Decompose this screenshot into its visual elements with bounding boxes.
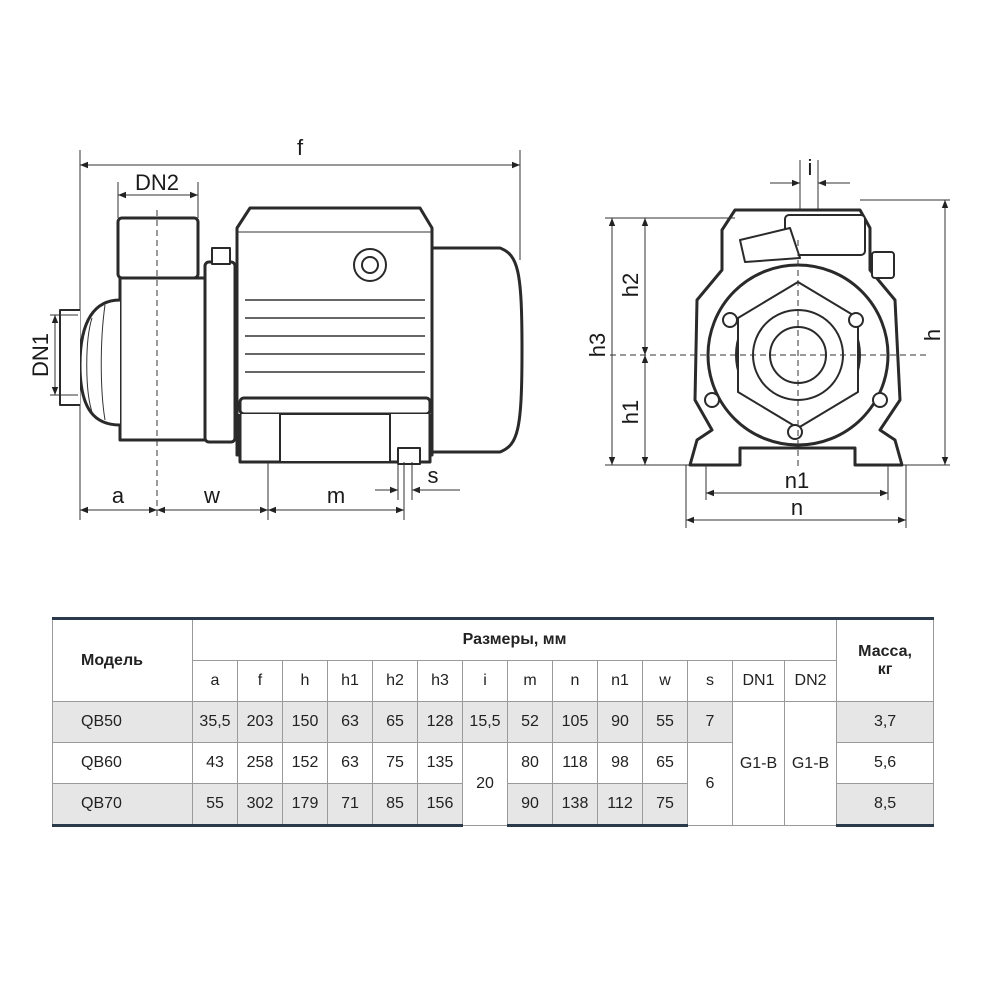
col-header-dn1: DN1 xyxy=(732,660,785,702)
col-header-s: s xyxy=(687,660,733,702)
label-i: i xyxy=(808,155,813,180)
cell-h1: 63 xyxy=(327,701,373,743)
table-row: QB50 35,5 203 150 63 65 128 15,5 52 105 … xyxy=(52,701,935,826)
label-h2: h2 xyxy=(618,273,643,297)
cell-model: QB70 xyxy=(52,783,193,827)
table-row: QB60 43 258 152 63 75 135 20 80 118 98 6… xyxy=(52,742,935,826)
cell-f: 203 xyxy=(237,701,283,743)
cell-m: 90 xyxy=(507,783,553,827)
header-mass-line2: кг xyxy=(877,660,893,678)
cell-h: 179 xyxy=(282,783,328,827)
cell-s: 7 xyxy=(687,701,733,743)
label-n: n xyxy=(791,495,803,520)
cell-model: QB60 xyxy=(52,742,193,784)
cell-mass: 5,6 xyxy=(836,742,935,784)
cell-dn2-merged: G1-B xyxy=(783,701,838,826)
label-a: a xyxy=(112,483,125,508)
col-header-a: a xyxy=(192,660,238,702)
cell-h3: 156 xyxy=(417,783,463,827)
col-header-h1: h1 xyxy=(327,660,373,702)
cell-h: 150 xyxy=(282,701,328,743)
cell-i: 15,5 xyxy=(462,701,508,743)
cell-w: 55 xyxy=(642,701,688,743)
col-header-w: w xyxy=(642,660,688,702)
cell-h1: 71 xyxy=(327,783,373,827)
label-s: s xyxy=(428,463,439,488)
cell-n1: 90 xyxy=(597,701,643,743)
cell-n: 138 xyxy=(552,783,598,827)
label-h1: h1 xyxy=(618,400,643,424)
cell-n: 105 xyxy=(552,701,598,743)
label-n1: n1 xyxy=(785,468,809,493)
cell-n1: 98 xyxy=(597,742,643,784)
col-header-i: i xyxy=(462,660,508,702)
label-dn2: DN2 xyxy=(135,170,179,195)
col-header-n1: n1 xyxy=(597,660,643,702)
cell-a: 43 xyxy=(192,742,238,784)
cell-n1: 112 xyxy=(597,783,643,827)
cell-mass: 8,5 xyxy=(836,783,935,827)
cell-f: 258 xyxy=(237,742,283,784)
cell-a: 55 xyxy=(192,783,238,827)
cell-h2: 85 xyxy=(372,783,418,827)
pump-front-view: i h3 h2 h1 h xyxy=(585,155,950,528)
cell-m: 80 xyxy=(507,742,553,784)
header-mass: Масса, кг xyxy=(836,617,935,702)
cell-h3: 135 xyxy=(417,742,463,784)
cell-model: QB50 xyxy=(52,701,193,743)
pump-dimension-drawing: f DN2 xyxy=(28,135,950,528)
cell-h2: 65 xyxy=(372,701,418,743)
label-f: f xyxy=(297,135,304,160)
col-header-h2: h2 xyxy=(372,660,418,702)
cell-n: 118 xyxy=(552,742,598,784)
pump-side-view: f DN2 xyxy=(28,135,524,520)
cell-dn1-merged: G1-B xyxy=(732,701,785,826)
col-header-f: f xyxy=(237,660,283,702)
label-m: m xyxy=(327,483,345,508)
col-header-h3: h3 xyxy=(417,660,463,702)
cell-s-merged: 6 xyxy=(687,742,733,826)
table-row: QB70 55 302 179 71 85 156 90 138 112 75 … xyxy=(52,783,935,827)
label-h3: h3 xyxy=(585,333,610,357)
cell-h2: 75 xyxy=(372,742,418,784)
label-h: h xyxy=(920,329,945,341)
header-dimensions: Размеры, мм xyxy=(191,617,838,661)
spec-table: Модель Размеры, мм Масса, кг a f h h1 h2… xyxy=(52,617,935,827)
cell-h: 152 xyxy=(282,742,328,784)
cell-f: 302 xyxy=(237,783,283,827)
col-header-h: h xyxy=(282,660,328,702)
cell-h1: 63 xyxy=(327,742,373,784)
label-dn1: DN1 xyxy=(28,333,53,377)
col-header-m: m xyxy=(507,660,553,702)
cell-a: 35,5 xyxy=(192,701,238,743)
cell-m: 52 xyxy=(507,701,553,743)
cell-i-merged: 20 xyxy=(462,742,508,826)
cell-h3: 128 xyxy=(417,701,463,743)
col-header-dn2: DN2 xyxy=(783,660,838,702)
header-model: Модель xyxy=(52,617,193,702)
cell-w: 65 xyxy=(642,742,688,784)
cell-w: 75 xyxy=(642,783,688,827)
header-mass-line1: Масса, xyxy=(858,642,912,660)
label-w: w xyxy=(203,483,220,508)
col-header-n: n xyxy=(552,660,598,702)
cell-mass: 3,7 xyxy=(836,701,935,743)
